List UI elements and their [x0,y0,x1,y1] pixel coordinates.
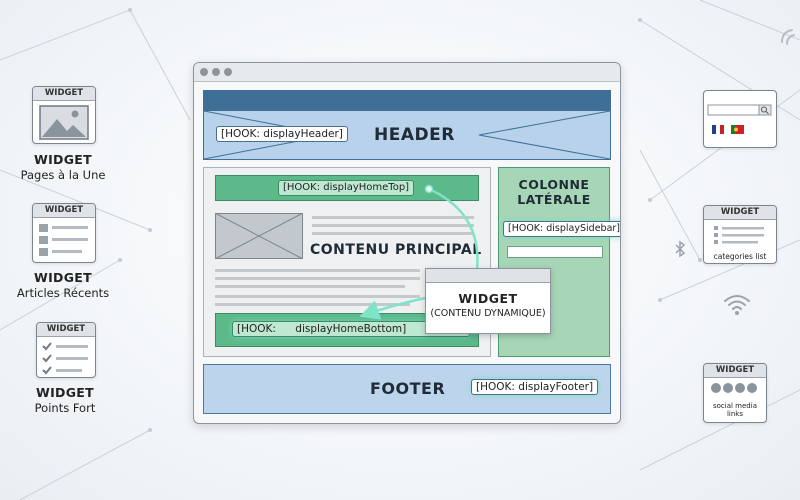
hook-display-sidebar: [HOOK: displaySidebar] [503,221,620,237]
window-dot-icon [212,68,220,76]
widget-caption-recent-articles: WIDGET Articles Récents [8,270,118,300]
wifi-icon [781,29,795,45]
hook-prefix: [HOOK: [237,323,276,335]
widget-card-highlights: WIDGET [36,322,96,378]
widget-card-label: social media links [713,402,757,418]
widget-card-search-language [703,90,777,148]
sidebar-title: COLONNE LATÉRALE [499,177,609,207]
main-image-placeholder [215,213,303,259]
header-title: HEADER [374,125,455,145]
list-icon [714,226,764,244]
widget-card-bar: WIDGET [704,364,766,378]
widget-card-social: WIDGET social media links [703,363,767,423]
dynamic-widget-subtitle: (CONTENU DYNAMIQUE) [430,308,546,319]
widget-caption-featured-pages: WIDGET Pages à la Une [8,152,118,182]
widget-card-recent-articles: WIDGET [32,203,96,263]
hook-display-header: [HOOK: displayHeader] [216,126,348,142]
dynamic-widget-card: WIDGET (CONTENU DYNAMIQUE) [425,268,551,334]
sidebar-input-placeholder [507,246,603,258]
dynamic-widget-bar [426,269,550,283]
widget-caption-subtitle: Pages à la Une [20,168,106,182]
main-text-placeholder-lines [215,216,474,306]
widget-caption-subtitle: Points Fort [34,401,96,415]
checklist-icon [42,342,88,375]
dynamic-widget-title: WIDGET [458,291,518,306]
flow-arrows [359,184,479,320]
widget-card-bar: WIDGET [704,206,776,220]
widget-caption-title: WIDGET [34,270,92,285]
browser-titlebar [194,63,620,82]
bluetooth-icon [675,240,686,258]
widget-caption-title: WIDGET [34,152,92,167]
social-icons [711,383,757,393]
widget-card-categories: WIDGET categories list [703,205,777,264]
hook-display-home-bottom-label: [HOOK: displayHomeBottom] [232,321,470,337]
footer-title: FOOTER [370,379,446,398]
sidebar-title-line2: LATÉRALE [517,192,591,207]
widget-card-bar: WIDGET [33,87,95,101]
sidebar-title-line1: COLONNE [518,177,590,192]
wifi-icon [724,295,750,315]
hook-name: displayHomeBottom] [295,323,407,335]
widget-card-bar: WIDGET [37,323,95,337]
list-icon [39,224,88,256]
window-dot-icon [224,68,232,76]
window-dot-icon [200,68,208,76]
widget-card-featured-pages: WIDGET [32,86,96,144]
hook-display-home-top-label: [HOOK: displayHomeTop] [278,180,415,196]
widget-caption-subtitle: Articles Récents [16,286,110,300]
widget-card-bar: WIDGET [33,204,95,218]
widget-card-label: categories list [713,252,767,261]
image-icon [39,105,89,140]
header-region: [HOOK: displayHeader] HEADER [203,90,611,160]
hook-display-footer: [HOOK: displayFooter] [471,379,599,395]
footer-region: FOOTER [HOOK: displayFooter] [203,364,611,414]
browser-window: [HOOK: displayHeader] HEADER [HOOK: disp… [193,62,621,424]
search-and-flags-icon [707,104,772,134]
widget-caption-title: WIDGET [36,385,94,400]
hook-display-home-top: [HOOK: displayHomeTop] [215,175,479,201]
widget-caption-highlights: WIDGET Points Fort [10,385,120,415]
header-top-bar [204,91,610,111]
main-content-title: CONTENU PRINCIPAL [310,242,482,258]
